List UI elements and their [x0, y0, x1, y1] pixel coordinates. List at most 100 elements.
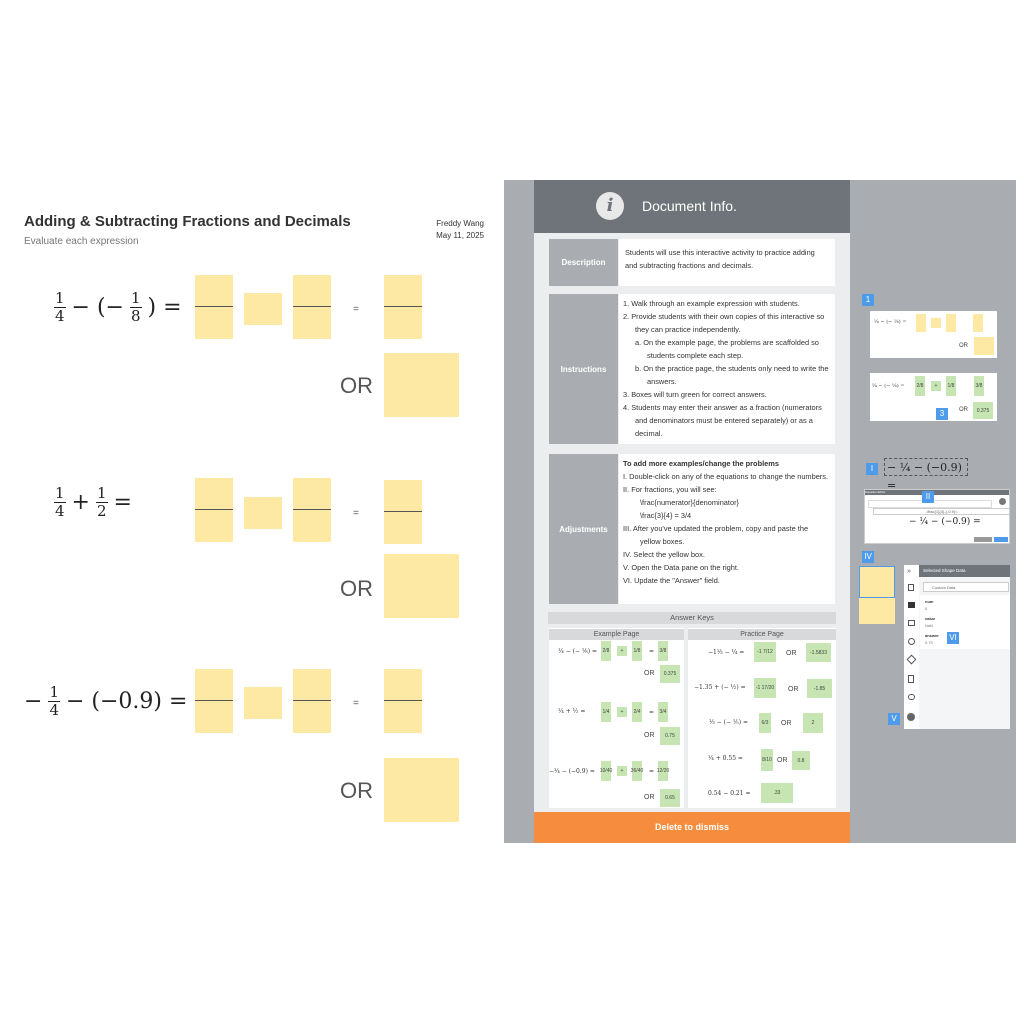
green-answer-box: 8/10: [761, 749, 773, 771]
instruction-item: 2. Provide students with their own copie…: [623, 312, 825, 334]
green-answer-box: -1.5833: [806, 643, 831, 662]
decimal-answer-box[interactable]: [384, 758, 459, 822]
operator: =: [113, 490, 132, 515]
thumb-green-box: 3/8: [974, 376, 984, 396]
field-value[interactable]: 0: [925, 606, 928, 611]
green-answer-box: .33: [761, 783, 793, 803]
cancel-button[interactable]: [974, 537, 992, 542]
decimal-answer-box[interactable]: [384, 353, 459, 417]
practice-page-label: Practice Page: [688, 629, 836, 640]
author-block: Freddy Wang May 11, 2025: [384, 218, 484, 242]
operator: −: [24, 689, 43, 714]
green-answer-box: 0.75: [660, 727, 680, 745]
dismiss-button[interactable]: Delete to dismiss: [534, 812, 850, 843]
dialog-preview: − ¼ − (−0.9) =: [909, 517, 981, 527]
practice-expression: 0.54 − 0.21 =: [708, 790, 751, 797]
field-key: num: [925, 599, 934, 604]
field-key: value: [925, 616, 936, 621]
ok-button[interactable]: [994, 537, 1008, 542]
close-icon[interactable]: [999, 498, 1006, 505]
answer-fraction-box[interactable]: [384, 480, 422, 544]
or-label: OR: [644, 670, 655, 677]
page-icon[interactable]: [908, 584, 914, 591]
green-answer-box: 0.65: [660, 789, 680, 807]
collapse-icon[interactable]: »: [907, 568, 911, 575]
green-answer-box: 0.375: [660, 665, 680, 683]
operator: − (−: [71, 295, 124, 320]
practice-expression: −1.35 + (− ½) =: [694, 684, 746, 691]
field-value[interactable]: 0.75: [925, 640, 933, 645]
document-icon[interactable]: [908, 675, 914, 683]
document-info-title: Document Info.: [642, 198, 737, 214]
dialog-input[interactable]: -\frac{1}{4}-(-0.9)=: [873, 508, 1010, 515]
info-icon: i: [596, 192, 624, 220]
instruction-item: 4. Students may enter their answer as a …: [623, 403, 822, 438]
chat-icon[interactable]: [908, 694, 915, 700]
adjustments-label: Adjustments: [549, 454, 618, 604]
answer-fraction-box[interactable]: [195, 478, 233, 542]
custom-data-dropdown[interactable]: Custom Data: [923, 582, 1009, 592]
data-icon[interactable]: [907, 713, 915, 721]
thumb-box: [946, 314, 956, 332]
or-label: OR: [644, 794, 655, 801]
answer-fraction-box[interactable]: [293, 669, 331, 733]
equals-sign: =: [353, 698, 359, 709]
side-panel-title: Selected Shape Data: [919, 565, 1010, 577]
or-label: OR: [340, 576, 373, 601]
operator-box[interactable]: [244, 687, 282, 719]
adjustment-item: II. For fractions, you will see:: [623, 485, 717, 494]
thumb-box: [973, 314, 983, 332]
example-page-label: Example Page: [549, 629, 684, 640]
answer-fraction-box[interactable]: [384, 275, 422, 339]
answer-fraction-box[interactable]: [293, 478, 331, 542]
green-answer-box: 3/8: [658, 641, 668, 661]
example-thumbnail: ¼ − (− ⅛) = OR: [870, 311, 997, 358]
adjustment-item: V. Open the Data pane on the right.: [623, 563, 740, 572]
thumb-green-box: +: [931, 381, 941, 391]
green-answer-box: 10/40: [600, 761, 612, 781]
author-name: Freddy Wang: [436, 219, 484, 228]
comment-box-icon[interactable]: [908, 620, 915, 626]
description-text: Students will use this interactive activ…: [619, 239, 835, 286]
clock-icon[interactable]: [908, 638, 915, 645]
answer-fraction-box[interactable]: [293, 275, 331, 339]
operator-box[interactable]: [244, 293, 282, 325]
step-tag: VI: [947, 632, 959, 644]
answer-fraction-box[interactable]: [195, 275, 233, 339]
selected-yellow-box[interactable]: [859, 566, 895, 624]
green-answer-box: 0.8: [792, 751, 810, 770]
or-label: OR: [340, 778, 373, 803]
thumb-expression: ¼ − (− ⅛) =: [874, 319, 907, 325]
adjustment-item: \frac{3}{4} = 3/4: [640, 511, 692, 520]
layers-icon[interactable]: [906, 654, 917, 665]
operator-box[interactable]: [244, 497, 282, 529]
answer-fraction-box[interactable]: [384, 669, 422, 733]
green-answer-box: 2/4: [632, 702, 642, 722]
decimal-answer-box[interactable]: [384, 554, 459, 618]
green-answer-box: 6/3: [759, 713, 771, 733]
green-answer-box: 1/8: [632, 641, 642, 661]
equation-shape[interactable]: − ¼ − (−0.9) =: [884, 458, 968, 492]
green-answer-box: 12/20: [657, 761, 669, 781]
worksheet-title: Adding & Subtracting Fractions and Decim…: [24, 213, 351, 230]
field-value[interactable]: NaN: [925, 623, 934, 628]
answer-fraction-box[interactable]: [195, 669, 233, 733]
green-answer-box: -1.85: [807, 679, 832, 698]
practice-expression: −1⅓ − ¼ =: [708, 649, 745, 656]
thumb-green-box: 0.375: [973, 402, 993, 419]
thumb-box: [916, 314, 926, 332]
operator: ) =: [147, 295, 182, 320]
field-list: num 0 value NaN answer 0.75: [920, 595, 1010, 649]
example-expression: ¼ − (− ⅛) =: [558, 648, 598, 655]
worksheet-subtitle: Evaluate each expression: [24, 236, 139, 247]
present-icon[interactable]: [908, 602, 915, 608]
adjustment-item: IV. Select the yellow box.: [623, 550, 705, 559]
step-tag: IV: [862, 551, 874, 563]
